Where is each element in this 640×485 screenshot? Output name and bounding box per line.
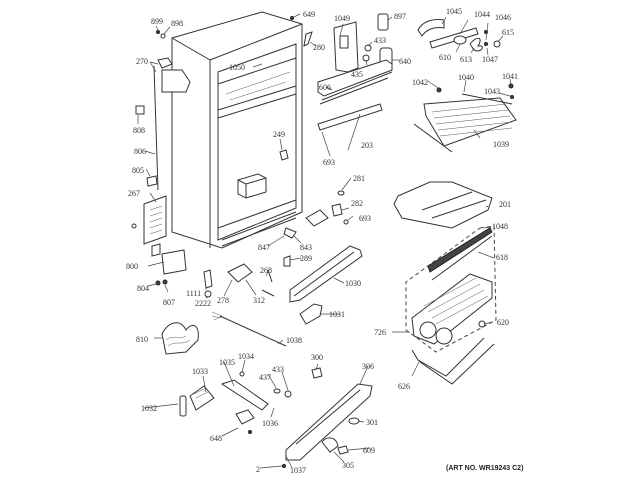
leader-lines bbox=[137, 13, 512, 469]
part-label-282: 282 bbox=[351, 199, 363, 208]
bottom-parts bbox=[179, 367, 373, 468]
part-label-435: 435 bbox=[351, 70, 363, 79]
center-small-parts bbox=[267, 149, 349, 283]
part-label-433-bottom: 433 bbox=[272, 365, 284, 374]
part-label-693-mid: 693 bbox=[359, 214, 371, 223]
part-label-1042: 1042 bbox=[412, 78, 428, 87]
part-label-433-top: 433 bbox=[374, 36, 386, 45]
part-label-800: 800 bbox=[126, 262, 138, 271]
part-label-1036: 1036 bbox=[262, 419, 278, 428]
part-label-610: 610 bbox=[439, 53, 451, 62]
part-label-1044: 1044 bbox=[474, 10, 490, 19]
art-number: (ART NO. WR19243 C2) bbox=[446, 465, 524, 472]
part-label-1030: 1030 bbox=[345, 279, 361, 288]
part-label-1031: 1031 bbox=[329, 310, 345, 319]
part-label-640: 640 bbox=[399, 57, 411, 66]
cabinet-case bbox=[161, 11, 303, 249]
part-label-289: 289 bbox=[300, 254, 312, 263]
part-label-613: 613 bbox=[460, 55, 472, 64]
part-label-278: 278 bbox=[217, 296, 229, 305]
part-label-648: 648 bbox=[210, 434, 222, 443]
part-label-898: 898 bbox=[171, 19, 183, 28]
part-label-306: 306 bbox=[362, 362, 374, 371]
part-label-268: 268 bbox=[260, 266, 272, 275]
glass-shelf bbox=[413, 83, 517, 153]
part-label-1048: 1048 bbox=[492, 222, 508, 231]
part-label-270: 270 bbox=[136, 57, 148, 66]
left-parts bbox=[131, 57, 275, 355]
part-label-1033: 1033 bbox=[192, 367, 208, 376]
part-label-1049: 1049 bbox=[334, 14, 350, 23]
part-label-847: 847 bbox=[258, 243, 270, 252]
shelf-frame-parts bbox=[317, 59, 393, 131]
part-label-1032: 1032 bbox=[141, 404, 157, 413]
part-label-899: 899 bbox=[151, 17, 163, 26]
part-label-1035: 1035 bbox=[219, 358, 235, 367]
part-label-615: 615 bbox=[502, 28, 514, 37]
part-label-280: 280 bbox=[313, 43, 325, 52]
part-label-305: 305 bbox=[342, 461, 354, 470]
part-label-693-top: 693 bbox=[323, 158, 335, 167]
part-label-281: 281 bbox=[353, 174, 365, 183]
part-label-808: 808 bbox=[133, 126, 145, 135]
part-label-609: 609 bbox=[363, 446, 375, 455]
part-label-249: 249 bbox=[273, 130, 285, 139]
part-label-437: 437 bbox=[259, 373, 271, 382]
part-label-807: 807 bbox=[163, 298, 175, 307]
part-label-620: 620 bbox=[497, 318, 509, 327]
part-label-203: 203 bbox=[361, 141, 373, 150]
part-label-267: 267 bbox=[128, 189, 140, 198]
part-label-1047: 1047 bbox=[482, 55, 498, 64]
part-label-804: 804 bbox=[137, 284, 149, 293]
part-label-897: 897 bbox=[394, 12, 406, 21]
part-label-649: 649 bbox=[303, 10, 315, 19]
part-label-201: 201 bbox=[499, 200, 511, 209]
part-label-1037: 1037 bbox=[290, 466, 306, 475]
part-label-1041: 1041 bbox=[502, 72, 518, 81]
part-label-301: 301 bbox=[366, 418, 378, 427]
part-label-1043: 1043 bbox=[484, 87, 500, 96]
rail-assembly bbox=[289, 245, 363, 325]
part-label-805: 805 bbox=[132, 166, 144, 175]
part-label-806: 806 bbox=[134, 147, 146, 156]
part-label-606: 606 bbox=[319, 83, 331, 92]
part-label-1038: 1038 bbox=[286, 336, 302, 345]
part-label-618: 618 bbox=[496, 253, 508, 262]
part-label-1034: 1034 bbox=[238, 352, 254, 361]
ice-bucket-assembly bbox=[393, 181, 497, 385]
part-label-300: 300 bbox=[311, 353, 323, 362]
part-label-626: 626 bbox=[398, 382, 410, 391]
wire-harness bbox=[211, 311, 287, 347]
part-label-1046: 1046 bbox=[495, 13, 511, 22]
part-label-1045: 1045 bbox=[446, 7, 462, 16]
part-label-843: 843 bbox=[300, 243, 312, 252]
part-label-726: 726 bbox=[374, 328, 386, 337]
part-label-1040: 1040 bbox=[458, 73, 474, 82]
part-label-1039: 1039 bbox=[493, 140, 509, 149]
part-label-2222: 2222 bbox=[195, 299, 211, 308]
part-label-1050: 1050 bbox=[229, 63, 245, 72]
part-label-2: 2 bbox=[256, 465, 260, 474]
part-label-1111: 1111 bbox=[186, 289, 202, 298]
part-label-312: 312 bbox=[253, 296, 265, 305]
part-label-810: 810 bbox=[136, 335, 148, 344]
